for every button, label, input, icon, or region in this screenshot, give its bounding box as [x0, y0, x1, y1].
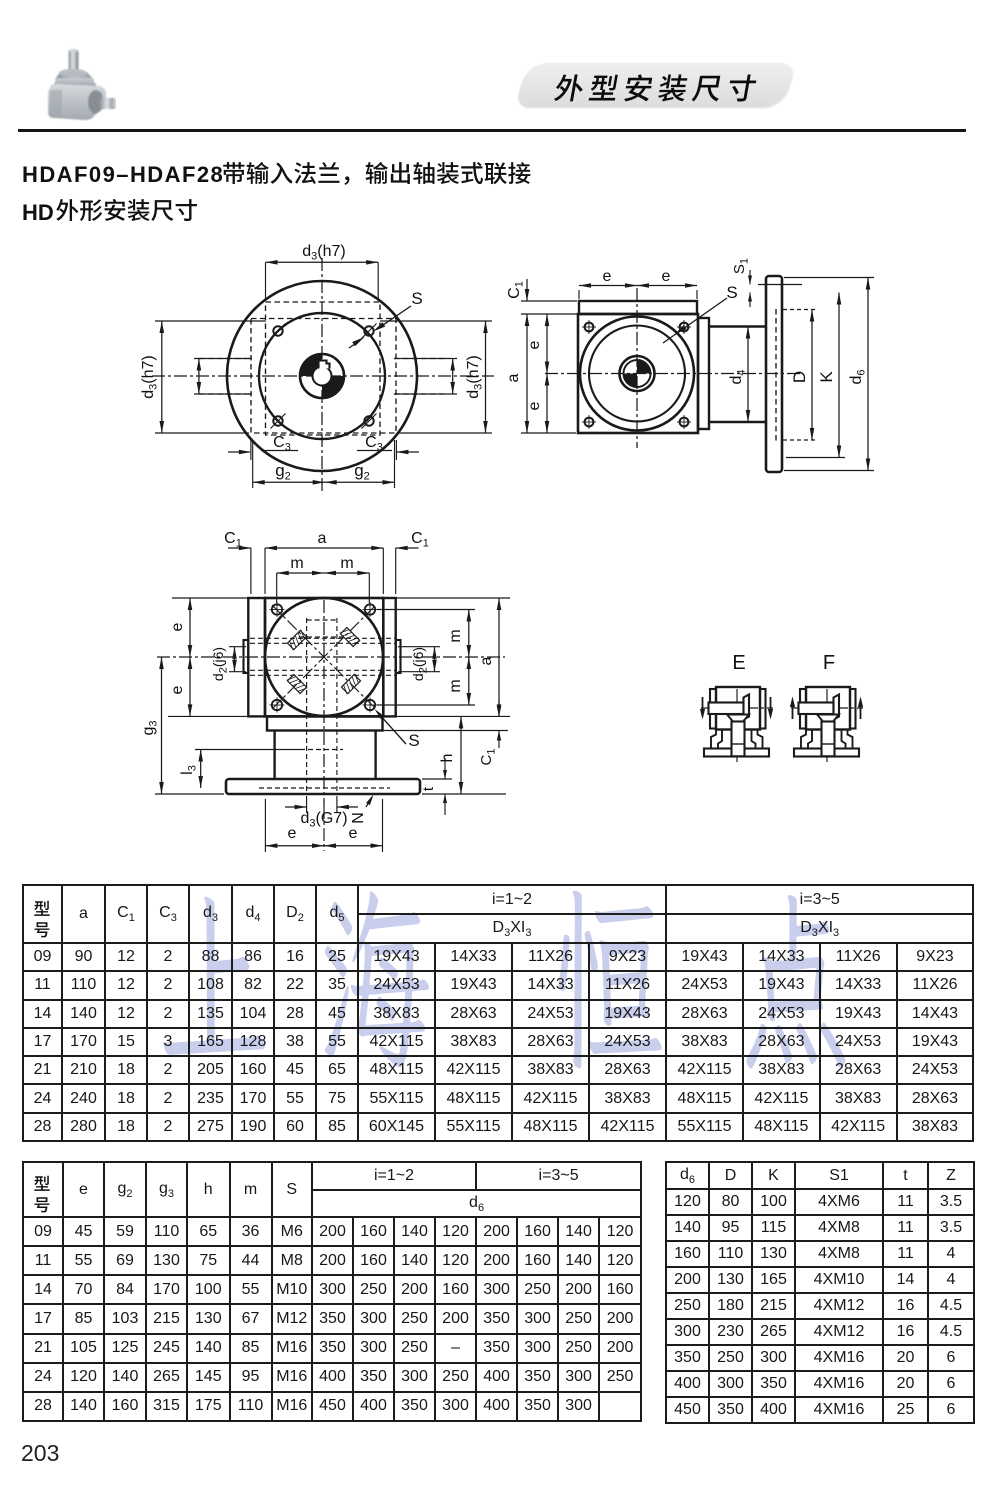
svg-text:e: e: [526, 340, 543, 349]
svg-text:m: m: [447, 629, 464, 642]
svg-text:C1: C1: [478, 749, 498, 766]
svg-text:a: a: [505, 373, 522, 382]
svg-text:m: m: [447, 679, 464, 692]
svg-text:d3(h7): d3(h7): [302, 243, 345, 263]
svg-text:l3: l3: [179, 765, 199, 775]
svg-text:g3: g3: [140, 720, 160, 735]
svg-text:g2: g2: [354, 461, 370, 483]
svg-text:K: K: [817, 371, 836, 383]
svg-text:d3(G7): d3(G7): [300, 810, 347, 830]
svg-text:m: m: [340, 555, 353, 572]
svg-text:g2: g2: [275, 461, 291, 483]
svg-text:e: e: [169, 622, 186, 631]
svg-text:d3(h7): d3(h7): [465, 355, 485, 398]
svg-text:e: e: [169, 685, 186, 694]
svg-text:e: e: [288, 825, 297, 842]
svg-text:d3(h7): d3(h7): [140, 355, 160, 398]
svg-text:d2(j6): d2(j6): [410, 647, 430, 681]
svg-text:e: e: [349, 825, 358, 842]
svg-text:S: S: [726, 283, 737, 302]
svg-text:D: D: [790, 371, 809, 383]
svg-text:N: N: [350, 812, 367, 824]
svg-text:C1: C1: [224, 530, 242, 550]
svg-text:F: F: [823, 652, 835, 674]
svg-text:m: m: [290, 555, 303, 572]
svg-text:d6: d6: [848, 369, 868, 384]
svg-text:e: e: [603, 268, 612, 285]
svg-text:S: S: [408, 731, 419, 750]
svg-text:e: e: [662, 268, 671, 285]
svg-text:d2(j6): d2(j6): [210, 647, 230, 681]
svg-text:S: S: [411, 289, 422, 308]
svg-text:C3: C3: [365, 434, 383, 454]
svg-text:C1: C1: [411, 530, 429, 550]
svg-text:C3: C3: [273, 434, 291, 454]
svg-text:e: e: [526, 401, 543, 410]
svg-text:t: t: [420, 786, 437, 791]
svg-text:d4: d4: [728, 369, 748, 384]
svg-text:S1: S1: [731, 258, 751, 274]
svg-text:a: a: [478, 656, 495, 665]
svg-text:C1: C1: [506, 281, 526, 299]
svg-text:E: E: [732, 652, 745, 674]
svg-text:a: a: [318, 530, 327, 547]
svg-text:h: h: [439, 754, 456, 763]
